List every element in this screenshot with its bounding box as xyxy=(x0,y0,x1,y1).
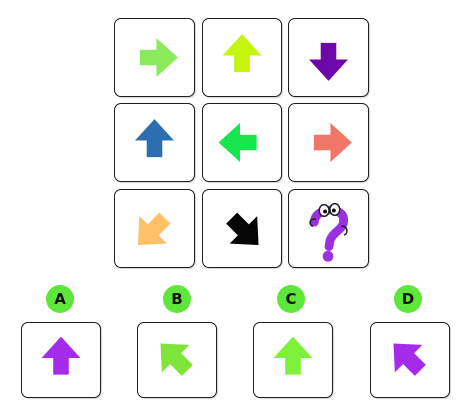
arrow-right-icon xyxy=(139,38,178,77)
arrow-up-icon xyxy=(41,336,81,375)
arrow-up-icon xyxy=(135,119,174,158)
option-c-badge[interactable]: C xyxy=(277,285,305,313)
grid-cell xyxy=(114,18,195,97)
grid-cell xyxy=(202,18,282,97)
arrow-up-left-icon xyxy=(160,343,193,376)
grid-cell xyxy=(202,189,282,268)
arrow-up-left-icon xyxy=(393,343,426,376)
arrow-down-left-icon xyxy=(137,212,171,246)
grid-cell-missing xyxy=(288,189,369,268)
option-c-card[interactable] xyxy=(253,322,333,398)
arrow-right-icon xyxy=(313,123,352,162)
grid-cell xyxy=(288,18,369,97)
option-a-card[interactable] xyxy=(21,322,101,398)
option-d-card[interactable] xyxy=(370,322,450,398)
grid-cell xyxy=(202,103,282,182)
option-d-badge[interactable]: D xyxy=(394,285,422,313)
option-a-badge[interactable]: A xyxy=(46,285,74,313)
grid-cell xyxy=(114,103,195,182)
arrow-up-icon xyxy=(273,336,313,375)
arrow-down-icon xyxy=(309,42,348,81)
option-b-badge[interactable]: B xyxy=(163,285,191,313)
question-mark-icon xyxy=(309,202,348,262)
arrow-down-right-icon xyxy=(226,212,259,246)
arrow-up-icon xyxy=(222,34,262,73)
grid-cell xyxy=(114,189,195,268)
option-b-card[interactable] xyxy=(137,322,217,398)
grid-cell xyxy=(288,103,369,182)
arrow-left-icon xyxy=(218,123,257,162)
